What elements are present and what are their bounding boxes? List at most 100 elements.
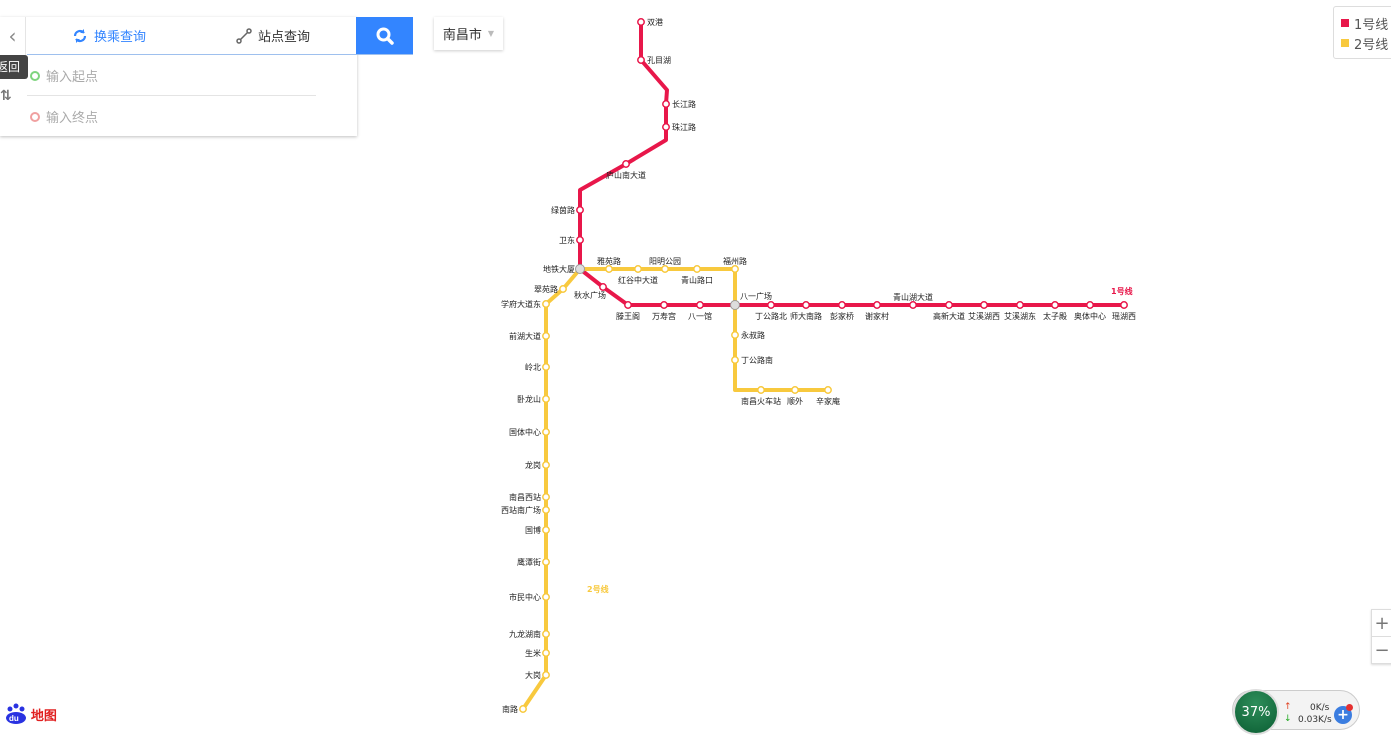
station-marker[interactable]: [662, 123, 670, 131]
station-label[interactable]: 双港: [647, 17, 663, 27]
station-label[interactable]: 鹰潭街: [517, 557, 541, 567]
station-marker[interactable]: [693, 265, 701, 273]
station-label[interactable]: 滕王阁: [616, 311, 640, 321]
station-label[interactable]: 红谷中大道: [618, 275, 658, 285]
station-label[interactable]: 岭北: [525, 362, 541, 372]
station-marker[interactable]: [945, 301, 953, 309]
station-label[interactable]: 太子殿: [1043, 311, 1067, 321]
station-label[interactable]: 艾溪湖东: [1004, 311, 1036, 321]
station-label[interactable]: 绿茵路: [551, 205, 575, 215]
station-marker[interactable]: [542, 671, 550, 679]
station-label[interactable]: 阳明公园: [649, 257, 681, 266]
back-button[interactable]: ‹: [0, 17, 26, 55]
legend-item-line2[interactable]: 2号线: [1341, 33, 1391, 53]
station-label[interactable]: 丁公路北: [755, 311, 787, 321]
station-label[interactable]: 彭家桥: [830, 311, 854, 321]
station-marker[interactable]: [559, 285, 567, 293]
station-label[interactable]: 八一广场: [740, 291, 772, 301]
station-label[interactable]: 国博: [525, 525, 541, 535]
station-marker[interactable]: [662, 100, 670, 108]
station-marker[interactable]: [696, 301, 704, 309]
station-label[interactable]: 卧龙山: [517, 394, 541, 404]
station-marker[interactable]: [660, 301, 668, 309]
station-label[interactable]: 孔目湖: [647, 56, 671, 65]
station-marker[interactable]: [731, 356, 739, 364]
station-marker[interactable]: [661, 265, 669, 273]
end-input[interactable]: 输入终点: [30, 107, 98, 126]
station-marker[interactable]: [980, 301, 988, 309]
station-marker[interactable]: [622, 160, 630, 168]
interchange-station-marker[interactable]: [730, 300, 740, 310]
station-marker[interactable]: [542, 332, 550, 340]
station-label[interactable]: 丁公路南: [741, 355, 773, 365]
station-label[interactable]: 国体中心: [509, 427, 541, 437]
search-button[interactable]: [356, 17, 413, 54]
station-marker[interactable]: [757, 386, 765, 394]
station-marker[interactable]: [519, 705, 527, 713]
station-marker[interactable]: [873, 301, 881, 309]
interchange-station-marker[interactable]: [575, 264, 585, 274]
station-marker[interactable]: [634, 265, 642, 273]
station-label[interactable]: 青山湖大道: [893, 292, 933, 302]
station-label[interactable]: 龙岗: [525, 460, 541, 470]
station-marker[interactable]: [909, 301, 917, 309]
station-marker[interactable]: [605, 265, 613, 273]
station-label[interactable]: 庐山南大道: [606, 170, 646, 180]
station-label[interactable]: 秋水广场: [574, 290, 606, 300]
zoom-out-button[interactable]: −: [1374, 640, 1390, 661]
station-label[interactable]: 南昌西站: [509, 492, 541, 502]
legend-item-line1[interactable]: 1号线: [1341, 13, 1391, 33]
station-label[interactable]: 珠江路: [672, 122, 696, 132]
station-marker[interactable]: [1016, 301, 1024, 309]
station-label[interactable]: 万寿宫: [652, 311, 676, 321]
station-label[interactable]: 艾溪湖西: [968, 311, 1000, 321]
station-marker[interactable]: [542, 593, 550, 601]
station-marker[interactable]: [542, 630, 550, 638]
station-label[interactable]: 西站南广场: [501, 505, 541, 515]
station-marker[interactable]: [542, 526, 550, 534]
station-marker[interactable]: [767, 301, 775, 309]
station-label[interactable]: 永叔路: [741, 330, 765, 340]
station-label[interactable]: 长江路: [672, 99, 696, 109]
station-marker[interactable]: [542, 461, 550, 469]
station-label[interactable]: 高新大道: [933, 311, 965, 321]
station-marker[interactable]: [542, 506, 550, 514]
station-label[interactable]: 顺外: [787, 396, 803, 406]
station-marker[interactable]: [576, 236, 584, 244]
station-label[interactable]: 生米: [525, 648, 541, 658]
station-marker[interactable]: [542, 558, 550, 566]
station-marker[interactable]: [599, 283, 607, 291]
station-marker[interactable]: [637, 18, 645, 26]
zoom-in-button[interactable]: +: [1372, 610, 1391, 637]
station-label[interactable]: 福州路: [723, 256, 747, 266]
station-marker[interactable]: [838, 301, 846, 309]
tab-transfer-query[interactable]: 换乘查询: [27, 17, 191, 54]
station-label[interactable]: 南昌火车站: [741, 396, 781, 406]
station-label[interactable]: 南路: [502, 704, 518, 714]
station-label[interactable]: 瑶湖西: [1112, 311, 1136, 321]
swap-icon[interactable]: ⇅: [0, 88, 12, 104]
station-marker[interactable]: [1086, 301, 1094, 309]
station-marker[interactable]: [637, 56, 645, 64]
station-marker[interactable]: [791, 386, 799, 394]
station-marker[interactable]: [542, 363, 550, 371]
station-marker[interactable]: [576, 206, 584, 214]
station-label[interactable]: 雅苑路: [597, 256, 621, 266]
station-label[interactable]: 八一馆: [688, 311, 712, 321]
station-label[interactable]: 大岗: [525, 670, 541, 680]
station-marker[interactable]: [542, 300, 550, 308]
station-label[interactable]: 辛家庵: [816, 396, 840, 406]
station-marker[interactable]: [731, 331, 739, 339]
station-marker[interactable]: [1051, 301, 1059, 309]
station-label[interactable]: 学府大道东: [501, 299, 541, 309]
station-label[interactable]: 市民中心: [509, 592, 541, 602]
station-marker[interactable]: [824, 386, 832, 394]
city-selector[interactable]: 南昌市▼: [434, 17, 503, 50]
station-label[interactable]: 九龙湖南: [509, 629, 541, 639]
station-marker[interactable]: [542, 428, 550, 436]
station-marker[interactable]: [542, 395, 550, 403]
station-marker[interactable]: [542, 493, 550, 501]
station-label[interactable]: 前湖大道: [509, 331, 541, 341]
station-label[interactable]: 师大南路: [790, 311, 822, 321]
